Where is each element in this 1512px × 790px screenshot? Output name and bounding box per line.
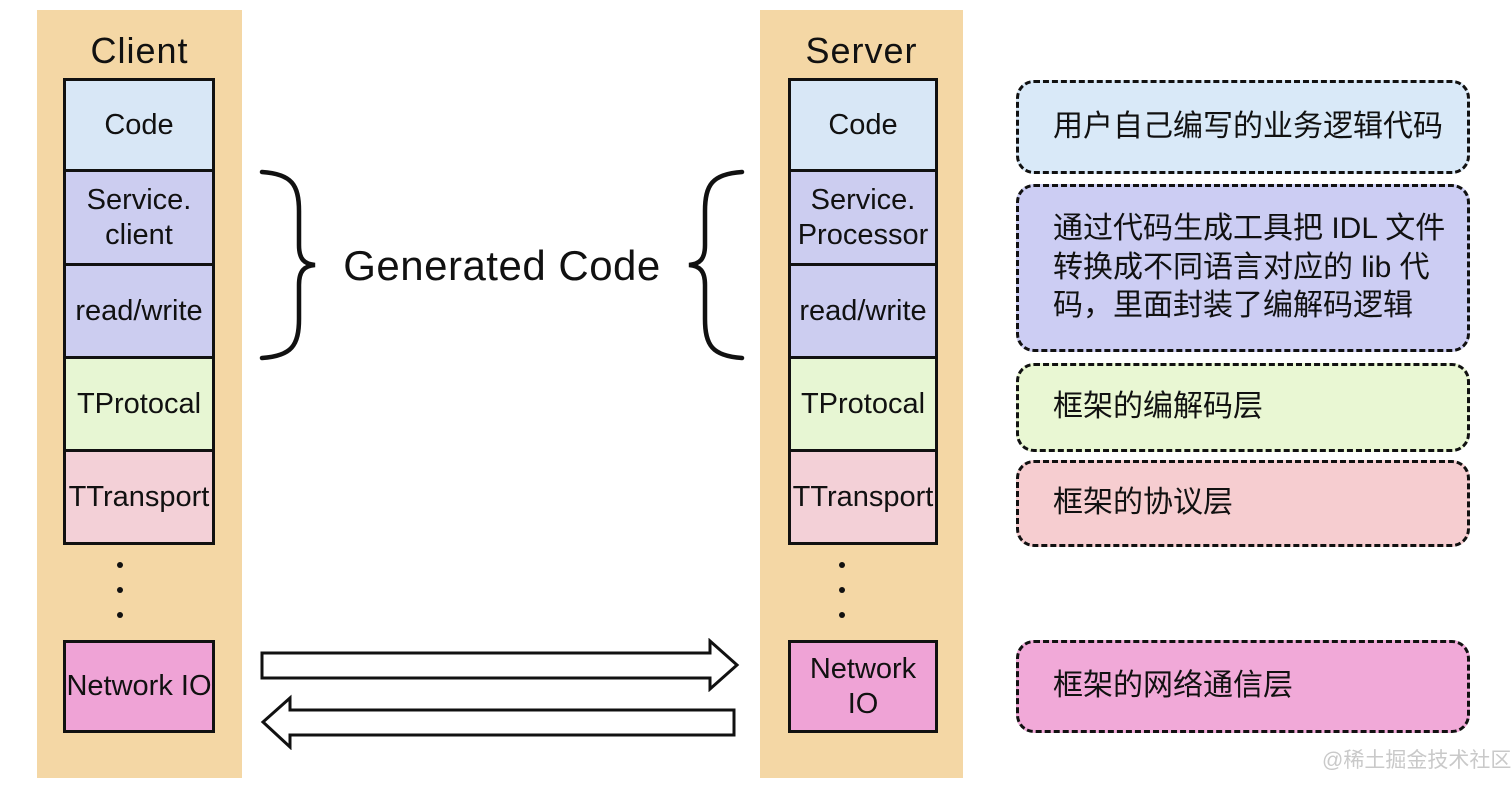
server-layer-read-write: read/write: [788, 263, 938, 359]
note-network-layer: 框架的网络通信层: [1016, 640, 1470, 733]
dot-icon: [838, 562, 845, 568]
note-user-code: 用户自己编写的业务逻辑代码: [1016, 80, 1470, 174]
curly-brace-left-pointing-icon: [688, 169, 745, 361]
dot-icon: [116, 562, 123, 568]
client-ellipsis-dots: [17, 562, 222, 618]
watermark: @稀土掘金技术社区: [1322, 749, 1512, 772]
curly-brace-right-pointing-icon: [259, 169, 316, 361]
server-layer-tprotocal: TProtocal: [788, 356, 938, 452]
note-protocol-layer: 框架的协议层: [1016, 460, 1470, 547]
generated-code-label: Generated Code: [343, 242, 661, 289]
response-arrow-left-icon: [260, 694, 736, 750]
note-codec-layer: 框架的编解码层: [1016, 363, 1470, 452]
server-column-title: Server: [805, 30, 918, 71]
note-generated-lib: 通过代码生成工具把 IDL 文件 转换成不同语言对应的 lib 代 码，里面封装…: [1016, 184, 1470, 352]
client-layer-code: Code: [63, 78, 215, 172]
server-ellipsis-dots: [740, 562, 943, 618]
client-layer-network-io: Network IO: [63, 640, 215, 733]
dot-icon: [838, 612, 845, 618]
request-arrow-right-icon: [260, 638, 740, 692]
server-column: Server Code Service. Processor read/writ…: [760, 10, 963, 778]
client-layer-read-write: read/write: [63, 263, 215, 359]
dot-icon: [116, 587, 123, 593]
server-layer-code: Code: [788, 78, 938, 172]
server-layer-ttransport: TTransport: [788, 449, 938, 545]
server-layer-network-io: Network IO: [788, 640, 938, 733]
client-column-title: Client: [90, 30, 189, 71]
client-column: Client Code Service. client read/write T…: [37, 10, 242, 778]
client-layer-ttransport: TTransport: [63, 449, 215, 545]
dot-icon: [838, 587, 845, 593]
client-layer-tprotocal: TProtocal: [63, 356, 215, 452]
client-layer-service-client: Service. client: [63, 169, 215, 266]
dot-icon: [116, 612, 123, 618]
server-layer-service-processor: Service. Processor: [788, 169, 938, 266]
